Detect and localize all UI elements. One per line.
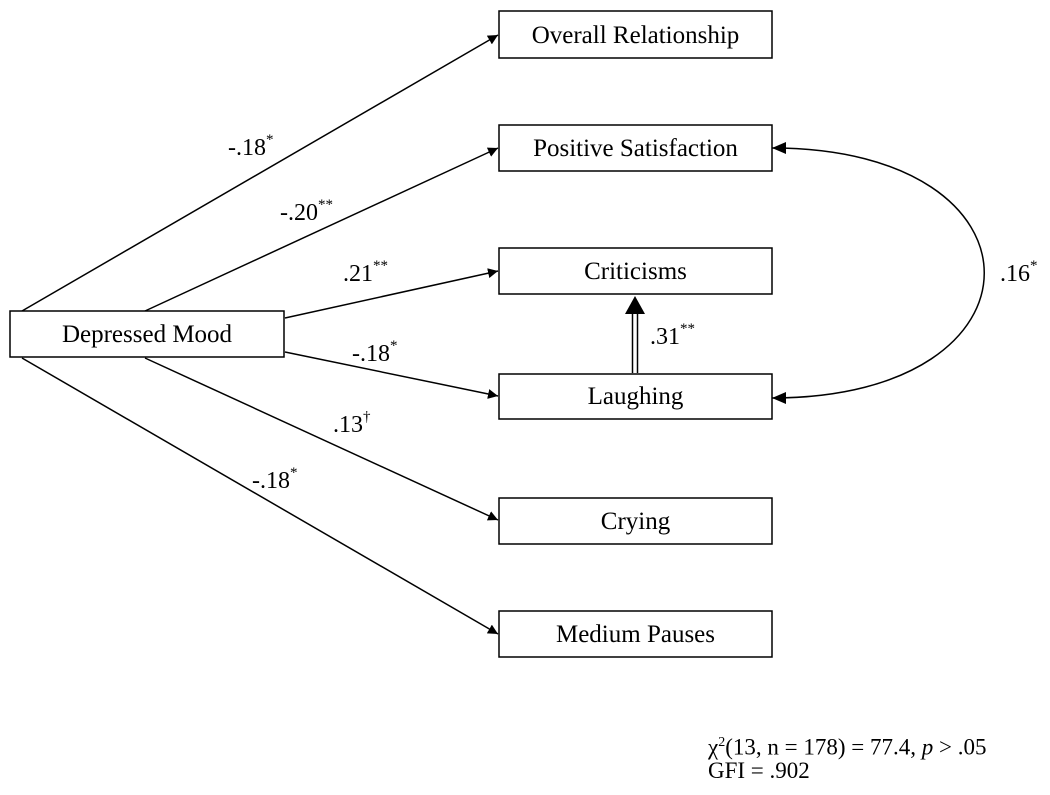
coef-overall-relationship: -.18* <box>228 132 274 161</box>
node-positive-satisfaction-label: Positive Satisfaction <box>533 135 738 162</box>
path-to-crying <box>144 357 499 521</box>
p-label: p <box>921 734 934 760</box>
coef-medium-pauses: -.18* <box>252 465 298 494</box>
node-crying-label: Crying <box>601 508 671 535</box>
node-laughing: Laughing <box>498 373 773 420</box>
path-laughing-to-criticisms <box>625 296 645 373</box>
node-depressed-mood-label: Depressed Mood <box>62 321 233 348</box>
node-medium-pauses-label: Medium Pauses <box>556 621 715 648</box>
path-to-laughing <box>284 351 499 399</box>
coef-laughing-to-criticisms: .31** <box>650 321 695 350</box>
node-overall-relationship-label: Overall Relationship <box>532 22 740 49</box>
node-medium-pauses: Medium Pauses <box>498 610 773 658</box>
covariance-arc <box>771 147 985 399</box>
node-crying: Crying <box>498 497 773 545</box>
node-positive-satisfaction: Positive Satisfaction <box>498 124 773 172</box>
coef-positive-satisfaction: -.20** <box>280 197 333 226</box>
chi-exponent: 2 <box>718 735 726 750</box>
covariance-arrowhead-bottom <box>772 392 786 404</box>
coef-criticisms: .21** <box>343 258 388 287</box>
chi-args: (13, n = 178) = 77.4, <box>725 734 916 760</box>
path-to-criticisms <box>284 268 499 319</box>
coef-laughing: -.18* <box>352 338 398 367</box>
path-to-medium-pauses <box>21 357 499 635</box>
covariance-arrowhead-top <box>772 142 786 154</box>
p-value: > .05 <box>938 734 987 760</box>
fit-statistic-chi-square: χ2(13, n = 178) = 77.4, p > .05 <box>708 730 986 761</box>
coef-crying: .13† <box>333 409 371 438</box>
coef-covariance: .16* <box>1000 258 1038 287</box>
node-criticisms-label: Criticisms <box>584 258 687 285</box>
node-criticisms: Criticisms <box>498 247 773 295</box>
node-laughing-label: Laughing <box>588 383 684 410</box>
node-depressed-mood: Depressed Mood <box>9 310 285 358</box>
node-overall-relationship: Overall Relationship <box>498 10 773 59</box>
chi-symbol: χ <box>708 734 719 760</box>
path-to-overall-relationship <box>21 34 499 312</box>
fit-statistic-gfi: GFI = .902 <box>708 758 810 783</box>
path-to-positive-satisfaction <box>144 147 499 312</box>
